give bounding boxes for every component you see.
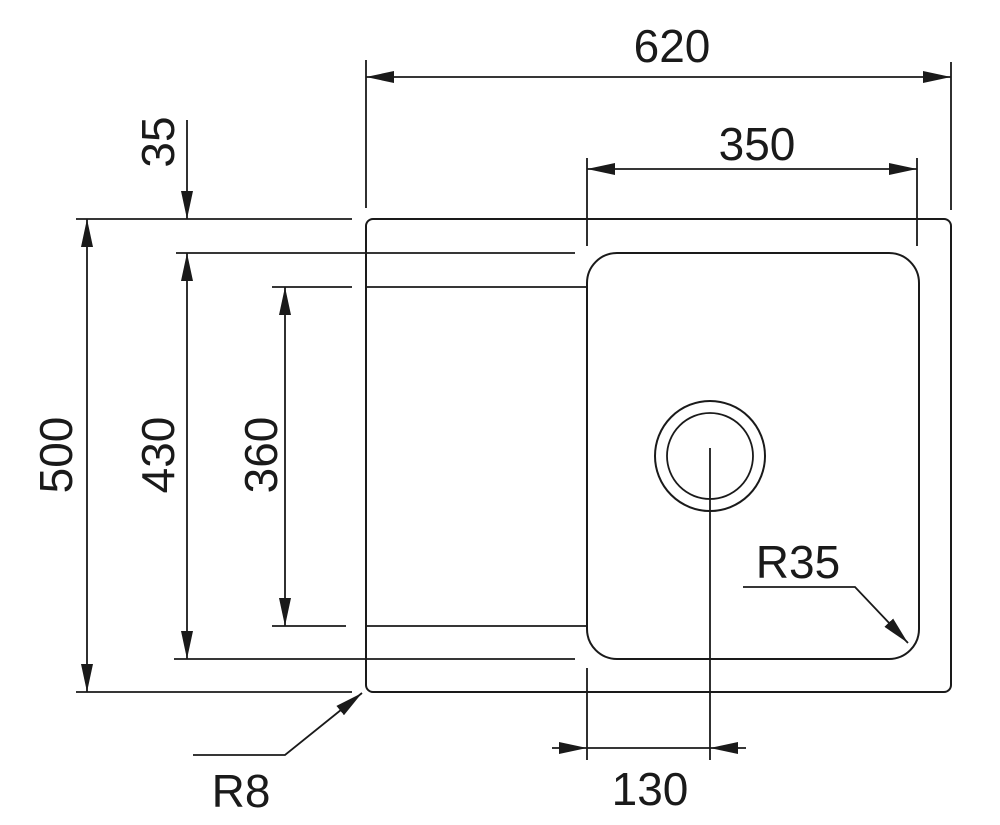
bowl-radius-label: R35 [756,536,840,588]
outer-radius-label: R8 [212,765,271,817]
sink-outer-outline [365,218,952,693]
drainer-depth-label: 360 [235,417,287,494]
bowl-width-label: 350 [719,118,796,170]
outer-radius-leader [193,692,363,756]
overall-width-label: 620 [634,20,711,72]
bowl-radius-leader [743,586,909,644]
drain-offset-label: 130 [612,763,689,815]
bowl-depth-label: 430 [132,417,184,494]
rim-offset-label: 35 [132,116,184,167]
overall-depth-label: 500 [30,417,82,494]
bowl-outline [586,252,920,660]
